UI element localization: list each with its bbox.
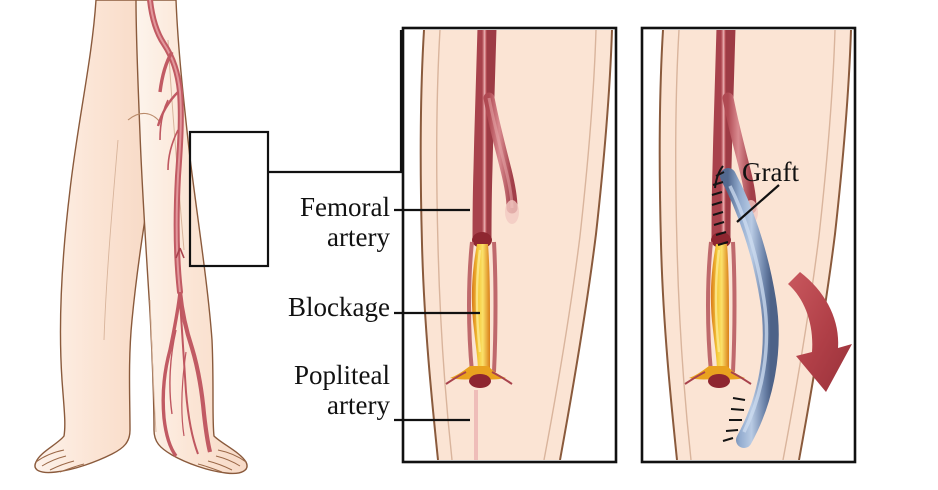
label-graft-text: Graft xyxy=(742,157,799,187)
label-femoral-artery: Femoral artery xyxy=(132,192,390,252)
callout-connectors xyxy=(188,30,403,268)
right-panel-art xyxy=(644,30,853,460)
label-leader-lines xyxy=(394,184,780,422)
label-graft: Graft xyxy=(742,157,862,187)
label-popliteal-line2: artery xyxy=(327,390,390,420)
label-blockage-text: Blockage xyxy=(288,292,390,322)
rotation-arrow xyxy=(788,272,852,392)
leader-graft xyxy=(736,184,780,223)
label-popliteal-artery: Popliteal artery xyxy=(122,360,390,420)
left-leg-overview xyxy=(34,0,248,475)
femoral-artery-overview xyxy=(147,0,213,458)
label-popliteal-line1: Popliteal xyxy=(294,360,390,390)
middle-panel-art xyxy=(405,30,614,460)
right-panel-frame xyxy=(640,26,857,464)
label-femoral-line2: artery xyxy=(327,222,390,252)
anastomosis-sutures-distal xyxy=(722,397,746,442)
label-blockage: Blockage xyxy=(132,292,390,322)
middle-panel-frame xyxy=(401,26,618,464)
label-femoral-line1: Femoral xyxy=(300,192,390,222)
knee-callout-box xyxy=(188,130,270,268)
